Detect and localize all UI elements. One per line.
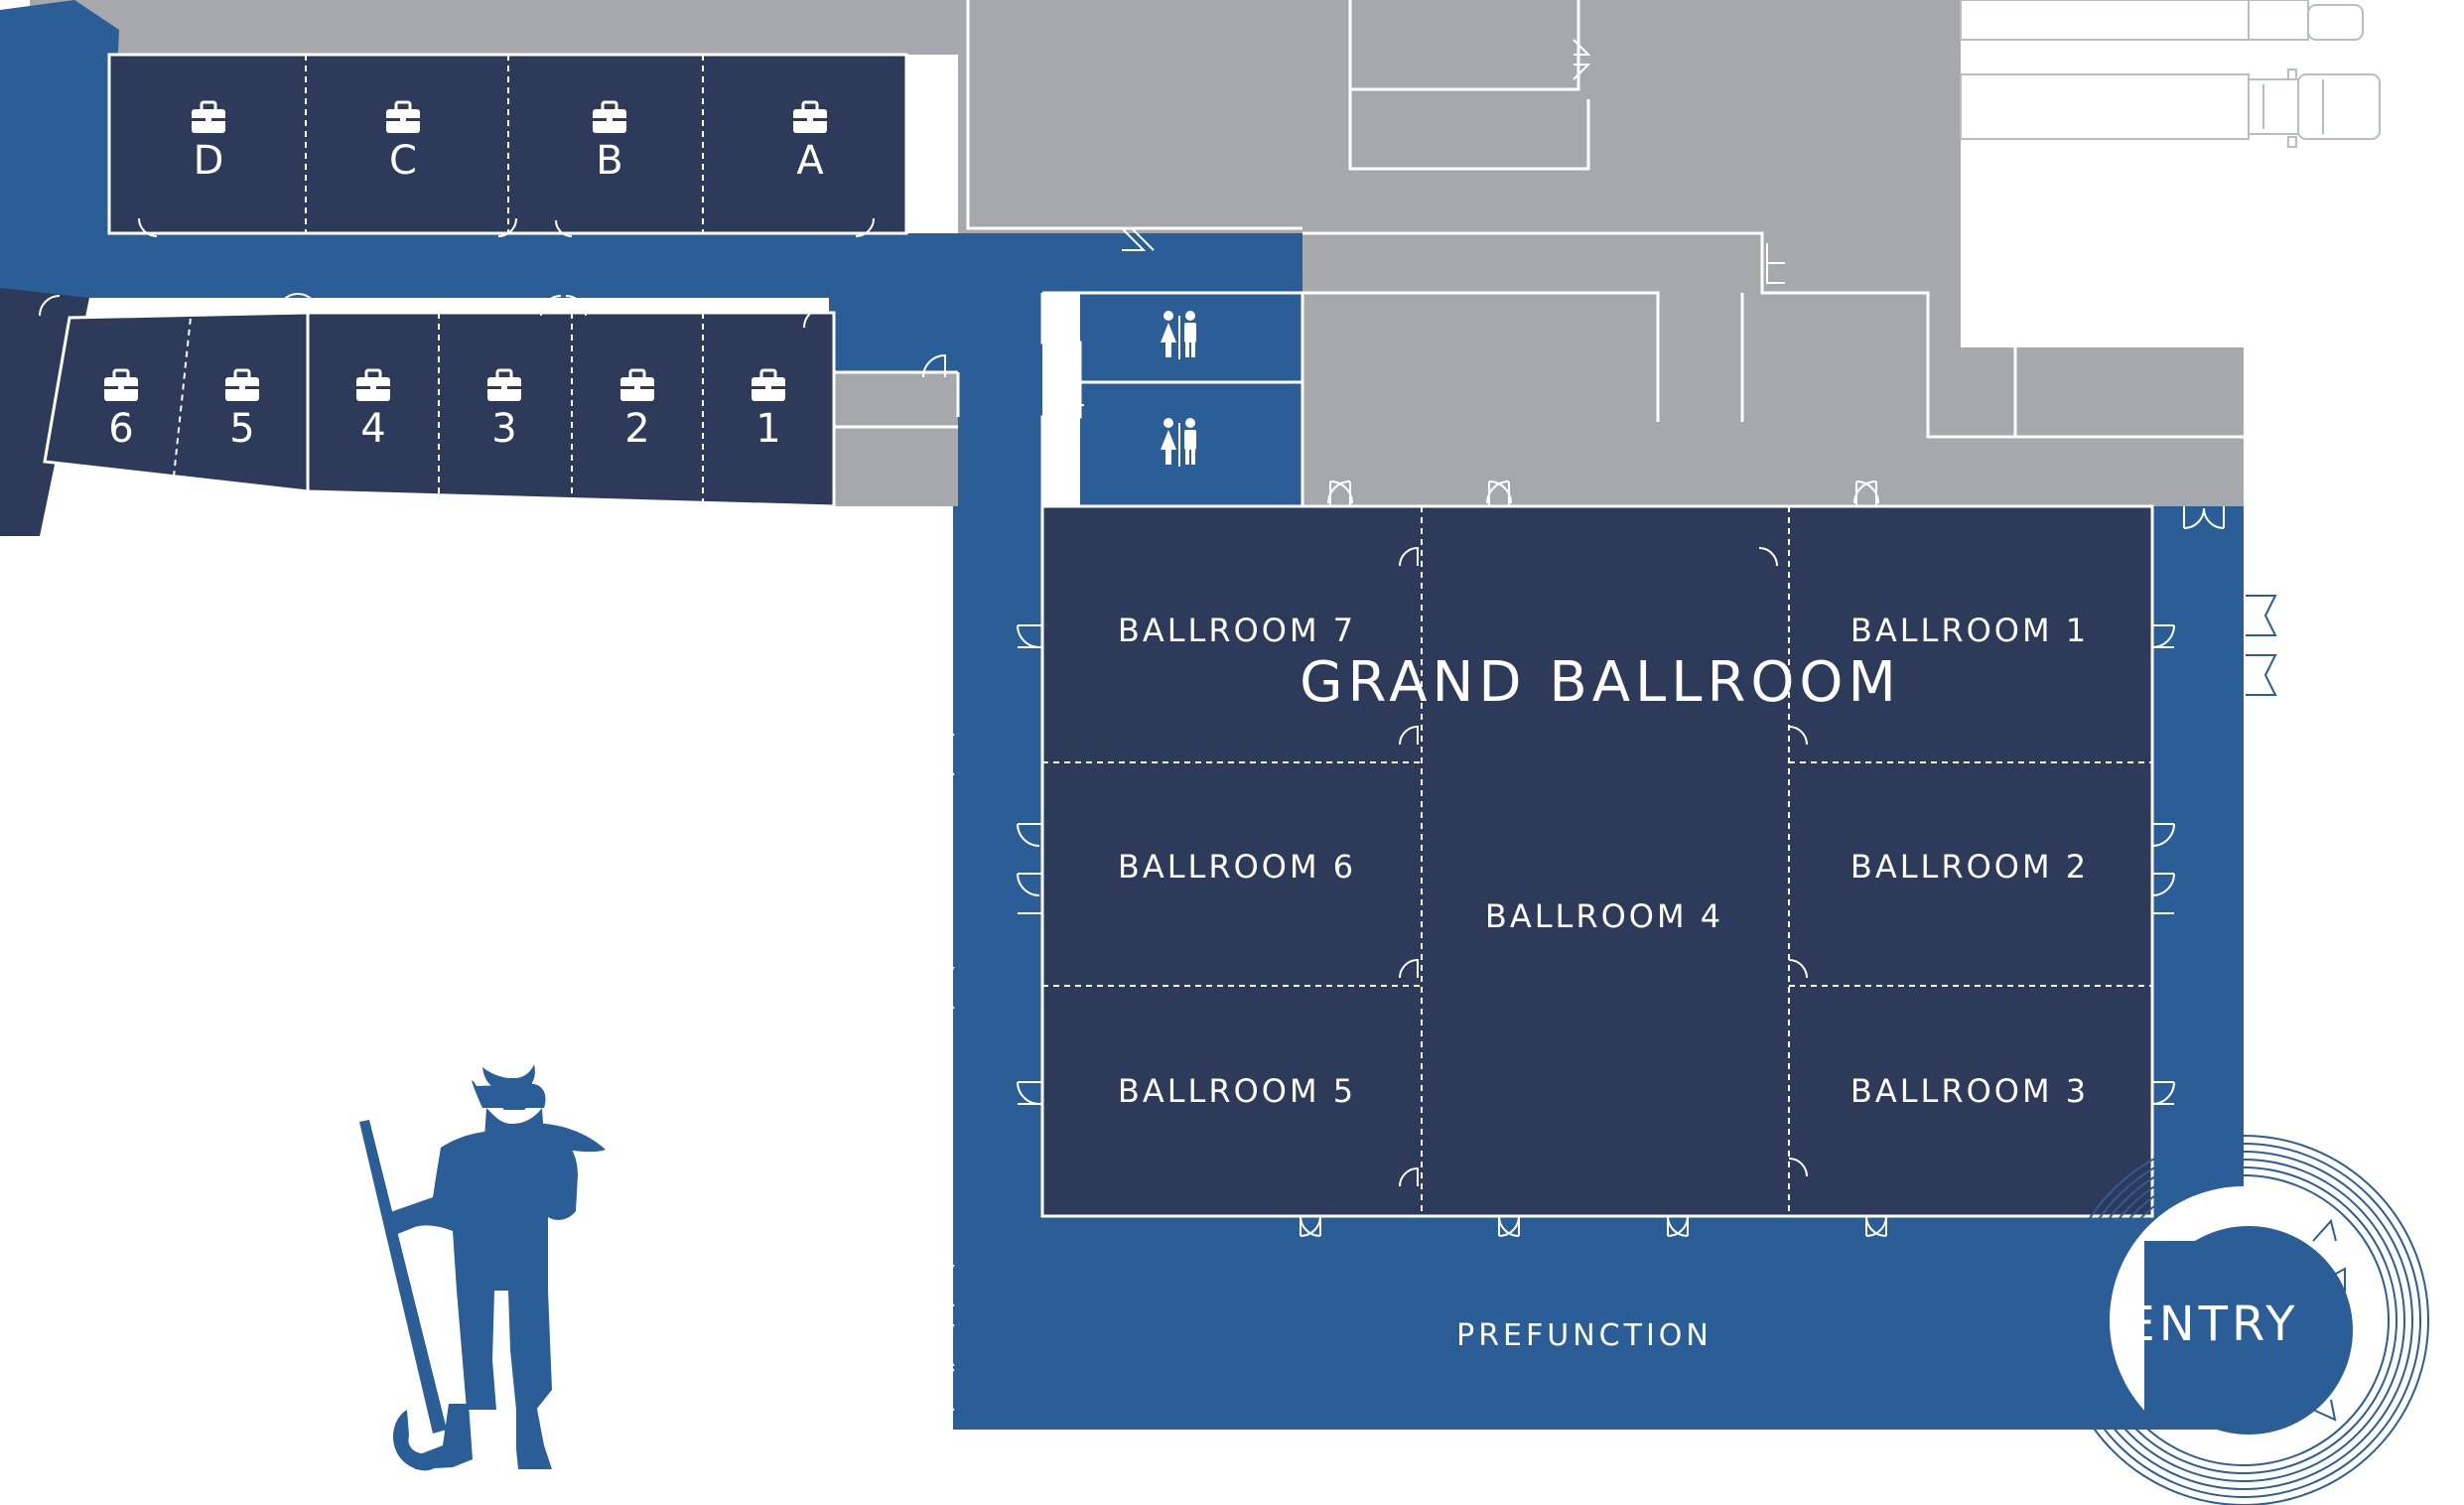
- meeting-rooms-upper: D C B A: [107, 53, 908, 235]
- ballroom-4-label: BALLROOM 4: [1485, 897, 1723, 935]
- meeting-rooms-lower: 6 5 4 3 2 1: [43, 307, 836, 508]
- entry-label: ENTRY: [2124, 1297, 2298, 1352]
- meeting-room-a-label: A: [796, 138, 824, 184]
- miner-statue-silhouette: [359, 1064, 606, 1471]
- entry-rotunda: ENTRY: [2058, 1135, 2429, 1505]
- meeting-room-6-label: 6: [108, 406, 133, 452]
- truck-icon: [1960, 0, 2381, 148]
- meeting-room-c-label: C: [389, 138, 417, 184]
- ballroom-5-label: BALLROOM 5: [1118, 1072, 1356, 1110]
- door-markers: [39, 39, 2277, 1411]
- grand-ballroom-title: GRAND BALLROOM: [1300, 650, 1901, 715]
- meeting-room-4-label: 4: [360, 406, 385, 452]
- meeting-room-1-label: 1: [755, 406, 780, 452]
- ballroom-2-label: BALLROOM 2: [1850, 848, 2089, 886]
- grand-ballroom: BALLROOM 7 BALLROOM 1 GRAND BALLROOM BAL…: [1040, 504, 2154, 1218]
- prefunction-label: PREFUNCTION: [1456, 1318, 1712, 1353]
- ballroom-3-label: BALLROOM 3: [1850, 1072, 2089, 1110]
- ballroom-7-label: BALLROOM 7: [1118, 612, 1356, 649]
- restrooms: [1040, 291, 1304, 506]
- meeting-room-d-label: D: [194, 138, 224, 184]
- meeting-room-2-label: 2: [624, 406, 649, 452]
- meeting-room-b-label: B: [596, 138, 622, 184]
- ballroom-6-label: BALLROOM 6: [1118, 848, 1356, 886]
- meeting-room-5-label: 5: [229, 406, 254, 452]
- ballroom-1-label: BALLROOM 1: [1850, 612, 2089, 649]
- meeting-room-3-label: 3: [491, 406, 516, 452]
